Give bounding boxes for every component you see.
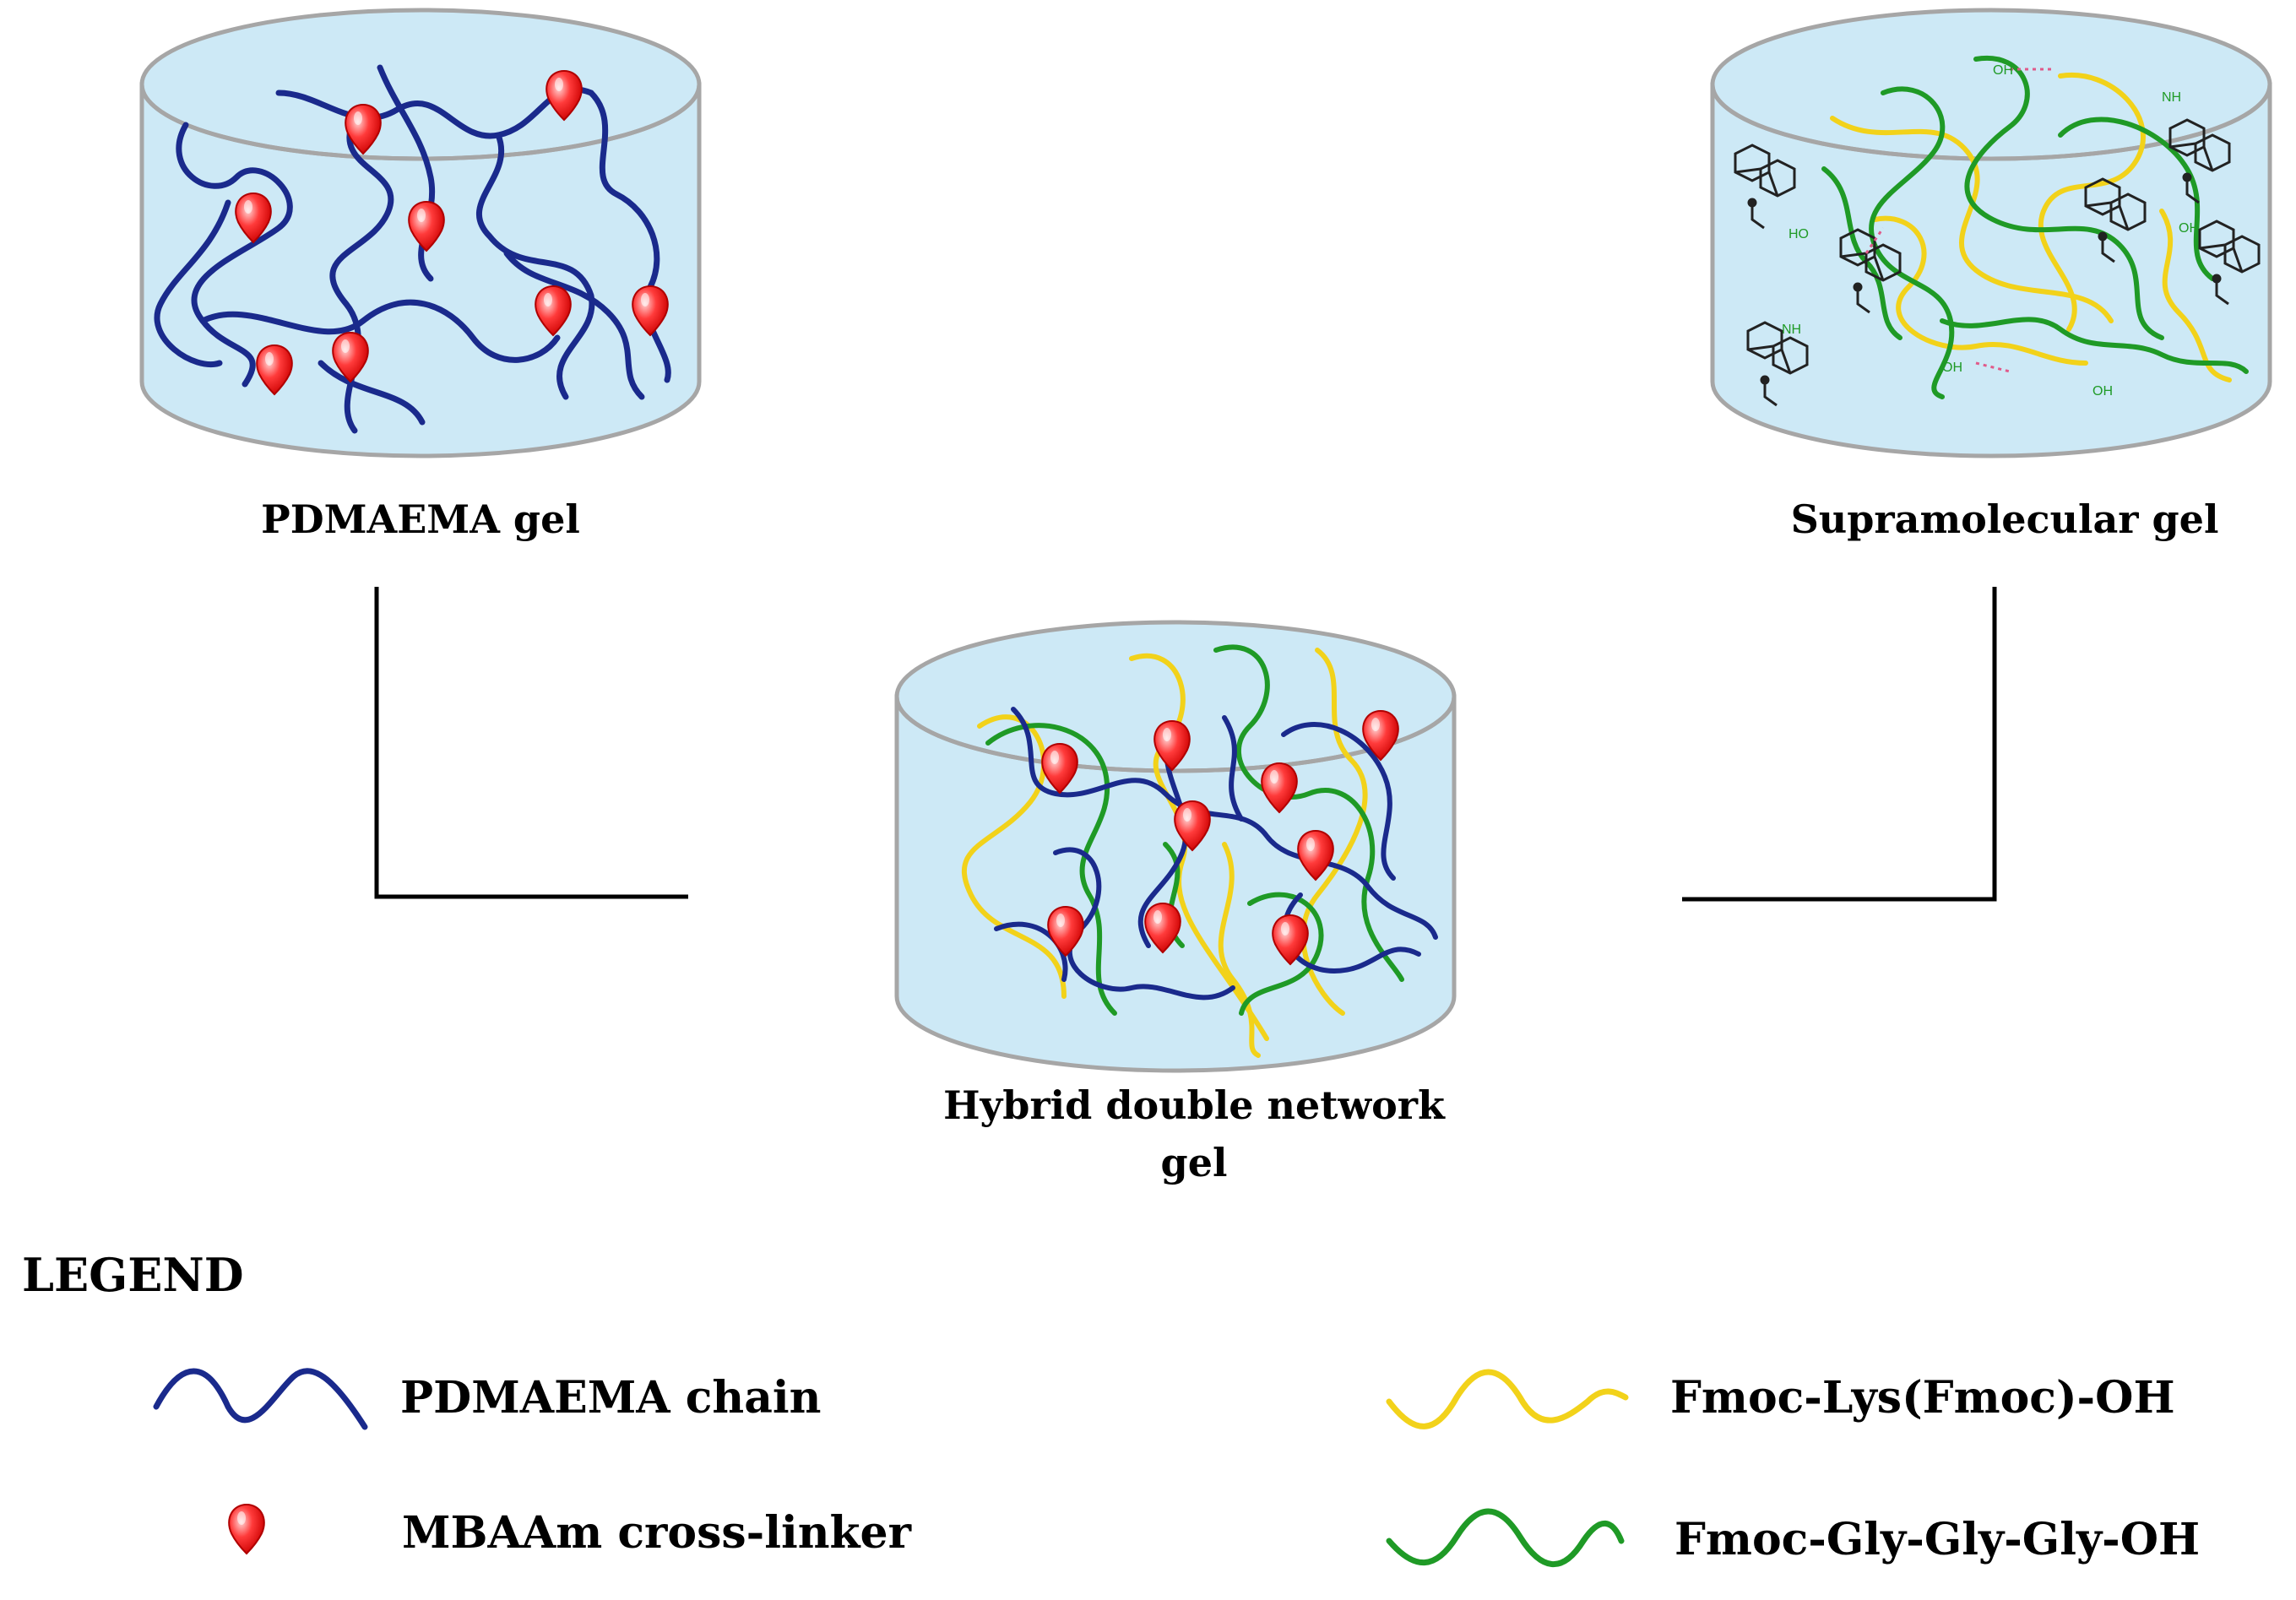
legend-item-fmoc-ggg: Fmoc-Gly-Gly-Gly-OH	[1675, 1514, 2201, 1565]
wave-blue-icon	[153, 1368, 368, 1430]
legend-item-pdmaema-chain: PDMAEMA chain	[400, 1372, 822, 1424]
hybrid-gel-label-line2: gel	[1160, 1140, 1228, 1185]
connector-right	[1682, 587, 1997, 902]
chem-label: OH	[2179, 221, 2199, 236]
supramolecular-hbonds	[1864, 68, 2052, 373]
legend-item-mbaam-crosslinker: MBAAm cross-linker	[402, 1507, 912, 1559]
supramolecular-gel-label: Supramolecular gel	[1790, 496, 2219, 542]
pdmaema-gel-label: PDMAEMA gel	[261, 496, 580, 542]
chem-label: OH	[2092, 384, 2113, 399]
droplet-red-icon	[228, 1504, 265, 1554]
chem-label: HO	[1788, 227, 1809, 241]
chem-label: NH	[2162, 90, 2181, 105]
chem-label: NH	[1782, 323, 1801, 337]
supramolecular-chem-labels: OH NH HO NH OH OH OH	[1782, 63, 2199, 399]
legend-item-fmoc-lys: Fmoc-Lys(Fmoc)-OH	[1670, 1372, 2175, 1424]
wave-yellow-icon	[1386, 1369, 1629, 1429]
legend-title: LEGEND	[22, 1248, 244, 1302]
hybrid-gel-label-line1: Hybrid double network	[943, 1082, 1445, 1128]
chem-label: OH	[1993, 63, 2013, 78]
supramolecular-green-network	[1821, 55, 2249, 399]
wave-green-icon	[1386, 1508, 1625, 1568]
chem-label: OH	[1942, 361, 1962, 375]
connector-left	[374, 587, 688, 899]
supramolecular-gel-container	[1710, 8, 2272, 458]
